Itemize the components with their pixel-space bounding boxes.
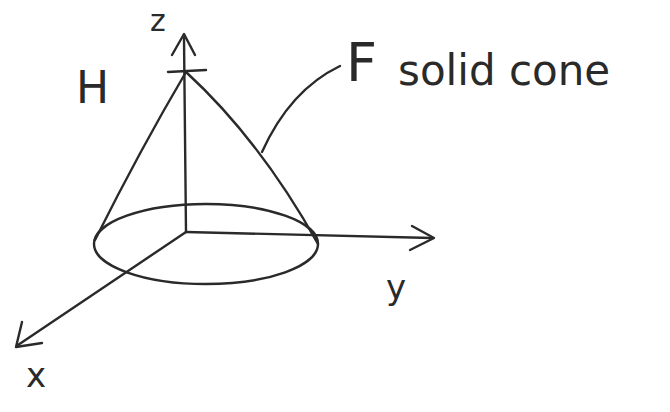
z-axis [184,38,186,232]
cone-base [94,204,318,284]
force-label: F [346,36,377,90]
x-arrowhead [16,322,42,347]
z-arrowhead [172,34,195,55]
axis-label: x [26,358,46,392]
axis-label: z [150,6,166,36]
leader-line [262,66,340,152]
axis-label: y [386,270,406,304]
y-arrowhead [410,226,434,250]
x-axis [18,232,186,345]
y-axis [186,232,432,238]
height-label: H [76,66,109,110]
part-label: solid cone [398,50,610,92]
